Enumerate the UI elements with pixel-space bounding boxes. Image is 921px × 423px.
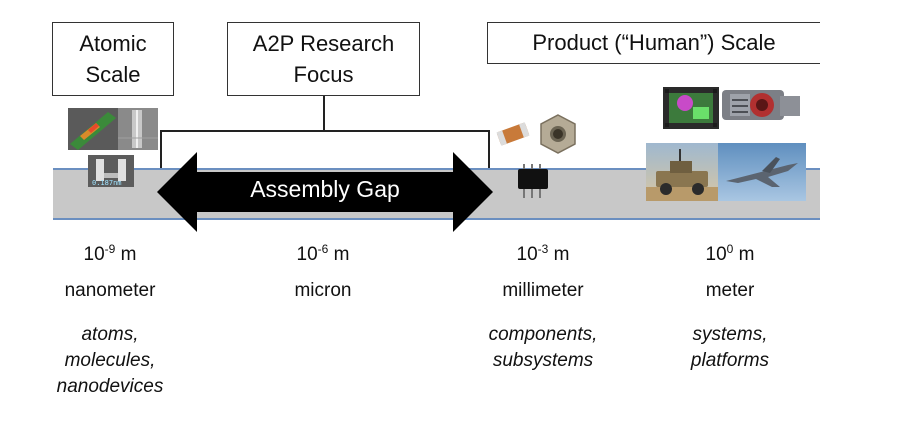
assembly-gap-arrow xyxy=(157,152,493,232)
a2p-focus-line2: Focus xyxy=(293,62,354,87)
focus-bracket xyxy=(160,130,490,168)
product-scale-label: Product (“Human”) Scale xyxy=(532,30,776,55)
scale-nanometer: 10-9 m nanometer atoms, molecules, nanod… xyxy=(30,238,190,400)
scale-micron: 10-6 m micron xyxy=(243,238,403,302)
a2p-focus-box: A2P Research Focus xyxy=(227,22,420,96)
capacitor-icon xyxy=(496,122,530,146)
atomic-scale-box: Atomic Scale xyxy=(52,22,174,96)
a2p-focus-line1: A2P Research xyxy=(252,31,395,56)
exponent-micron: 10-6 m xyxy=(296,242,350,265)
scale-meter: 100 m meter systems, platforms xyxy=(650,238,810,374)
atomic-scale-line1: Atomic xyxy=(79,31,147,56)
nanodevice-image: 0.187nm xyxy=(88,155,134,187)
unit-nanometer: nanometer xyxy=(64,280,156,301)
desc-millimeter: components, subsystems xyxy=(488,324,598,371)
unit-millimeter: millimeter xyxy=(502,280,584,301)
engine-image xyxy=(722,90,800,120)
military-vehicle-image xyxy=(646,143,718,201)
microscope-image xyxy=(118,108,158,150)
exponent-nanometer: 10-9 m xyxy=(83,242,137,265)
product-scale-box: Product (“Human”) Scale xyxy=(487,22,820,64)
nanowire-image xyxy=(68,108,118,150)
unit-meter: meter xyxy=(705,280,755,301)
assembly-gap-label: Assembly Gap xyxy=(250,176,400,202)
desc-meter: systems, platforms xyxy=(690,324,770,371)
desc-nanometer: atoms, molecules, nanodevices xyxy=(56,324,164,397)
unit-micron: micron xyxy=(294,280,352,301)
exponent-millimeter: 10-3 m xyxy=(516,242,570,265)
nanodevice-scale-label: 0.187nm xyxy=(92,179,122,187)
hex-nut-icon xyxy=(540,114,576,154)
scale-millimeter: 10-3 m millimeter components, subsystems xyxy=(463,238,623,374)
circuit-board-image xyxy=(663,87,719,129)
fighter-jet-image xyxy=(718,143,806,201)
exponent-meter: 100 m xyxy=(705,242,755,265)
atomic-scale-line2: Scale xyxy=(85,62,141,87)
bracket-stem xyxy=(323,96,325,131)
ic-chip-icon xyxy=(518,164,548,198)
